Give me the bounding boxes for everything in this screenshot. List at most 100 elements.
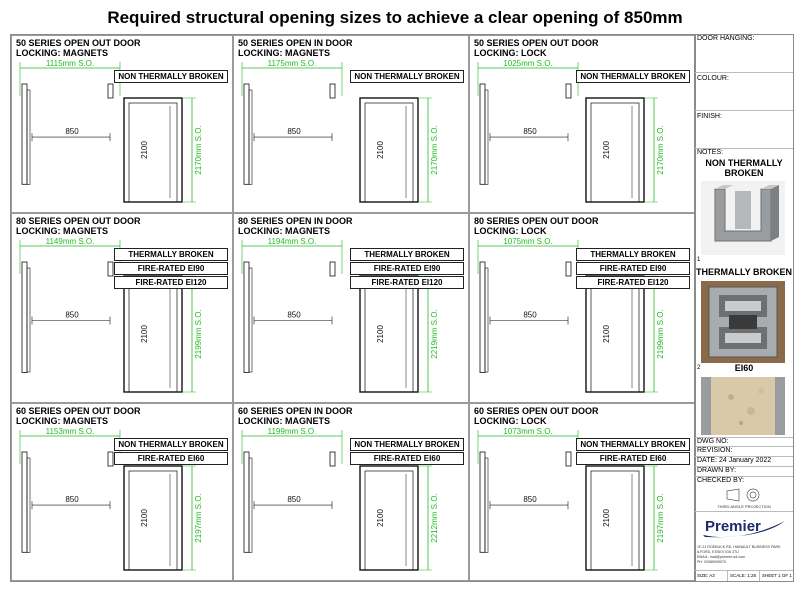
photo1-title: NON THERMALLY BROKEN [705, 158, 783, 178]
cell-title-line: 50 SERIES OPEN OUT DOOR [474, 38, 599, 48]
clear-height-text: 2100 [376, 141, 385, 159]
clear-height-text: 2100 [602, 141, 611, 159]
photo2-number: 2 [697, 365, 701, 371]
frame-jamb-right [565, 261, 572, 277]
door-leaf-section [248, 89, 253, 185]
projection-symbol-icon [725, 487, 765, 508]
spec-tag: FIRE-RATED EI90 [576, 262, 690, 275]
frame-jamb-left [479, 451, 486, 553]
clear-width-text: 850 [65, 311, 79, 320]
company-address: 1F-21 ROEBUCK RD, HAINAULT BUSINESS PARK… [697, 545, 793, 565]
spec-tag: FIRE-RATED EI120 [576, 276, 690, 289]
spec-tag: THERMALLY BROKEN [114, 248, 228, 261]
clear-width-text: 850 [287, 311, 301, 320]
spec-tag: FIRE-RATED EI90 [350, 262, 464, 275]
so-height-text: 2219mm S.O. [430, 309, 439, 358]
colour-row: COLOUR: [695, 73, 793, 111]
cell-title-line: LOCKING: MAGNETS [16, 416, 108, 426]
address-line-4: PH: 02085099070 [697, 560, 726, 564]
spec-tag: NON THERMALLY BROKEN [114, 70, 228, 83]
notes-label: NOTES: [697, 149, 724, 156]
door-frame-elevation [585, 465, 645, 571]
cell-title-line: LOCKING: MAGNETS [238, 48, 330, 58]
frame-jamb-left [479, 261, 486, 373]
spec-tag: FIRE-RATED EI60 [114, 452, 228, 465]
so-height-text: 2199mm S.O. [656, 309, 665, 358]
checked-by-row: CHECKED BY: [695, 477, 793, 487]
finish-label: FINISH: [697, 113, 722, 120]
door-leaf-section [26, 457, 31, 553]
cell-title-line: LOCKING: LOCK [474, 416, 547, 426]
address-line-2: ILFORD, ESSEX IG6 3TU [697, 550, 739, 554]
door-leaf-section [484, 457, 489, 553]
door-frame-elevation [123, 465, 183, 571]
cell-title-line: 60 SERIES OPEN OUT DOOR [16, 406, 141, 416]
so-height-text: 2170mm S.O. [194, 125, 203, 174]
so-height-text: 2170mm S.O. [656, 125, 665, 174]
spec-tag: FIRE-RATED EI90 [114, 262, 228, 275]
clear-width-text: 850 [65, 495, 79, 504]
so-height-text: 2197mm S.O. [194, 493, 203, 542]
spec-tag: NON THERMALLY BROKEN [576, 70, 690, 83]
clear-height-text: 2100 [376, 509, 385, 527]
clear-height-text: 2100 [602, 325, 611, 343]
door-frame-elevation [359, 275, 419, 393]
drawn-by-row: DRAWN BY: [695, 467, 793, 477]
clear-width-text: 850 [523, 127, 537, 136]
spec-tags: NON THERMALLY BROKEN [576, 70, 690, 84]
frame-jamb-right [107, 83, 114, 99]
door-leaf-elevation [364, 470, 414, 571]
frame-jamb-left [243, 83, 250, 185]
frame-jamb-right [329, 451, 336, 467]
door-frame-elevation [585, 275, 645, 393]
door-leaf-section [26, 267, 31, 373]
projection-label: THIRD ANGLE PROJECTION [695, 504, 793, 512]
door-hanging-label: DOOR HANGING: [697, 35, 755, 42]
cell-title-line: 50 SERIES OPEN IN DOOR [238, 38, 353, 48]
spec-tag: THERMALLY BROKEN [576, 248, 690, 261]
clear-width-text: 850 [523, 311, 537, 320]
cell-title-line: LOCKING: MAGNETS [238, 226, 330, 236]
cell-title-line: 80 SERIES OPEN IN DOOR [238, 216, 353, 226]
frame-jamb-right [565, 451, 572, 467]
photo2-title: THERMALLY BROKEN [695, 267, 792, 277]
spec-tags: NON THERMALLY BROKEN [350, 70, 464, 84]
address-line-3: EMAIL: mail@premier-sd.com [697, 555, 745, 559]
clear-height-text: 2100 [140, 141, 149, 159]
door-leaf-elevation [590, 470, 640, 571]
frame-jamb-left [21, 261, 28, 373]
drawn-by-label: DRAWN BY: [697, 467, 737, 474]
date-row: DATE: 24 January 2022 [695, 457, 793, 467]
cell-title-line: LOCKING: MAGNETS [16, 226, 108, 236]
door-frame-elevation [585, 97, 645, 203]
photo1-number: 1 [697, 257, 701, 263]
sheet-info-row: SIZE: A3 SCALE: 1:28 SHEET 1 OF 1 [695, 570, 793, 581]
clear-height-text: 2100 [376, 325, 385, 343]
door-leaf-section [248, 457, 253, 553]
frame-jamb-right [107, 451, 114, 467]
so-width-text: 1199mm S.O. [268, 427, 317, 436]
non-thermally-broken-photo [701, 181, 785, 255]
so-width-text: 1149mm S.O. [46, 237, 95, 246]
